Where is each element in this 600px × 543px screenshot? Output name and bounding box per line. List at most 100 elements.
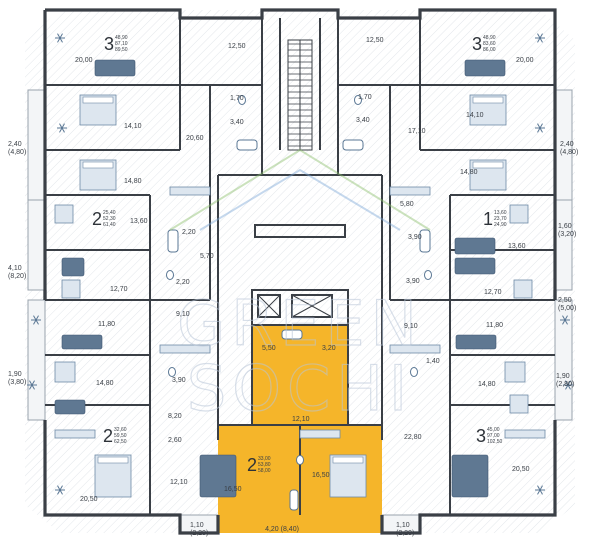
room-area: 20,00	[75, 57, 93, 64]
table	[61, 279, 81, 299]
toilet	[168, 367, 176, 377]
room-area: 14,80	[124, 178, 142, 185]
room-area: 1,60(3,20)	[558, 223, 576, 238]
room-count: 3	[472, 34, 482, 54]
plant-leaf	[539, 37, 543, 43]
area-living: 33,00	[258, 456, 271, 462]
room-area: 4,20 (8,40)	[265, 526, 299, 533]
sofa	[454, 237, 496, 255]
plant-leaf	[31, 384, 35, 390]
plant-leaf	[562, 315, 566, 321]
room-area: 22,80	[404, 434, 422, 441]
table	[504, 361, 526, 383]
room-area: 13,60	[508, 243, 526, 250]
room-area: 1,90(2,80)	[556, 373, 574, 388]
plant-leaf	[57, 485, 61, 491]
room-count: 2	[103, 426, 113, 446]
plant-leaf	[539, 33, 543, 39]
room-area: 9,10	[404, 323, 418, 330]
apartment-badge-tl: 3 48,90 87,10 89,50	[104, 34, 128, 54]
room-area: 4,10(8,20)	[8, 265, 26, 280]
room-area: 12,50	[366, 37, 384, 44]
room-area: 9,10	[176, 311, 190, 318]
kitchen-counter	[299, 429, 341, 439]
sofa	[455, 334, 497, 350]
table	[54, 361, 76, 383]
area-total: 97,00	[487, 433, 500, 439]
room-area-labels: 20,00 12,50 1,70 3,40 20,60 14,10 2,40(4…	[8, 37, 578, 537]
pillow	[472, 161, 504, 169]
pillow	[97, 456, 129, 464]
area-full: 61,40	[103, 222, 116, 228]
plant-leaf	[35, 315, 39, 321]
room-area: 14,80	[460, 169, 478, 176]
room-area: 20,00	[516, 57, 534, 64]
room-area: 1,90(3,80)	[8, 371, 26, 386]
area-total: 53,80	[258, 462, 271, 468]
room-area: 20,50	[80, 496, 98, 503]
room-area: 5,80	[400, 201, 414, 208]
sofa	[54, 399, 86, 415]
sofa	[61, 257, 85, 277]
area-full: 89,50	[115, 47, 128, 53]
room-area: 11,80	[486, 322, 503, 329]
plant	[57, 123, 67, 133]
room-area: 3,90	[408, 234, 422, 241]
pillow	[82, 96, 114, 104]
bathtub	[281, 329, 303, 340]
plant	[535, 485, 545, 495]
plant-leaf	[539, 489, 543, 495]
area-total: 87,10	[115, 41, 128, 47]
kitchen-counter	[389, 344, 441, 354]
plant-leaf	[61, 127, 65, 133]
room-area: 3,40	[230, 119, 244, 126]
table	[54, 204, 74, 224]
toilet	[296, 455, 304, 465]
plant-leaf	[33, 315, 37, 321]
pillow	[332, 456, 364, 464]
plant	[563, 380, 573, 390]
stairwell	[287, 39, 313, 151]
area-living: 45,00	[487, 427, 500, 433]
kitchen-counter	[159, 344, 211, 354]
watermark: GREEN SOCHI	[169, 148, 431, 426]
room-count: 2	[92, 209, 102, 229]
room-area: 2,20	[182, 229, 196, 236]
furniture	[27, 33, 573, 511]
apartment-badge-bl: 2 32,60 59,50 62,50	[103, 426, 127, 446]
sofa	[454, 257, 496, 275]
plant-leaf	[29, 380, 33, 386]
plant	[31, 315, 41, 325]
inner-walls	[45, 10, 555, 515]
plant-leaf	[29, 384, 33, 390]
room-area: 13,60	[130, 218, 148, 225]
room-area: 1,10(2,20)	[396, 522, 414, 537]
room-count: 3	[476, 426, 486, 446]
apartment-badge-ml: 2 25,40 52,30 61,40	[92, 209, 116, 229]
floor-hatch	[25, 10, 575, 533]
room-area: 17,10	[408, 128, 426, 135]
sofa	[464, 59, 506, 77]
table	[513, 279, 533, 299]
area-living: 48,90	[483, 35, 496, 41]
kitchen-counter	[169, 186, 211, 196]
plant-leaf	[57, 489, 61, 495]
room-area: 3,90	[406, 278, 420, 285]
toilet	[424, 270, 432, 280]
plant-leaf	[59, 127, 63, 133]
apartment-badge-mr: 1 13,60 23,70 24,90	[483, 209, 507, 229]
plant-leaf	[565, 384, 569, 390]
plant-leaf	[59, 37, 63, 43]
plant	[27, 380, 37, 390]
pillow	[82, 161, 114, 169]
plant-leaf	[57, 37, 61, 43]
plant	[560, 315, 570, 325]
plant-leaf	[537, 33, 541, 39]
plant-leaf	[537, 37, 541, 43]
plant-leaf	[57, 33, 61, 39]
plant-leaf	[539, 123, 543, 129]
room-area: 12,50	[228, 43, 246, 50]
room-area: 3,20	[322, 345, 336, 352]
plant-leaf	[537, 489, 541, 495]
plant-leaf	[35, 319, 39, 325]
